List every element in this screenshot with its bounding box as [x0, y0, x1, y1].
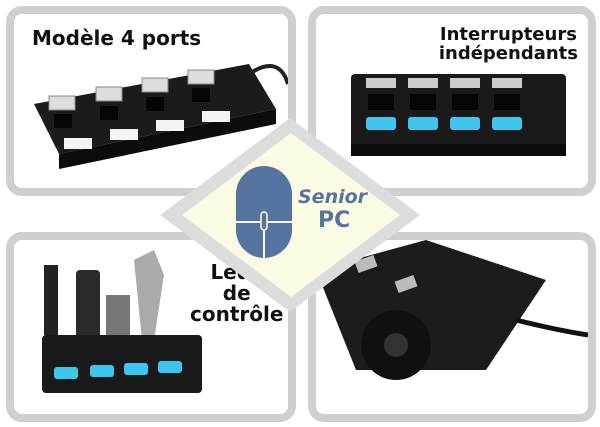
caption-line: Interrupteurs: [439, 24, 577, 45]
usb-hub-closeup-image: [316, 240, 588, 380]
usb-hub-with-keys-image: [42, 250, 202, 393]
caption-line: contrôle: [190, 302, 284, 326]
panel-independent-switches: Interrupteurs indépendants: [308, 6, 596, 196]
caption-line: indépendants: [438, 42, 578, 64]
caption-line: de: [222, 281, 251, 305]
logo-text-pc: PC: [318, 208, 351, 233]
caption-line: Leds: [210, 260, 263, 284]
panel-control-leds: Leds de contrôle: [6, 232, 296, 422]
logo-text-senior: Senior: [298, 186, 368, 208]
panel-4-port-model: Modèle 4 ports: [6, 6, 296, 196]
caption-independent-switches: Interrupteurs indépendants: [438, 24, 578, 64]
caption-control-leds: Leds de contrôle: [190, 262, 283, 325]
panel-hub-closeup: [308, 232, 596, 422]
caption-4-port-model: Modèle 4 ports: [32, 26, 202, 50]
